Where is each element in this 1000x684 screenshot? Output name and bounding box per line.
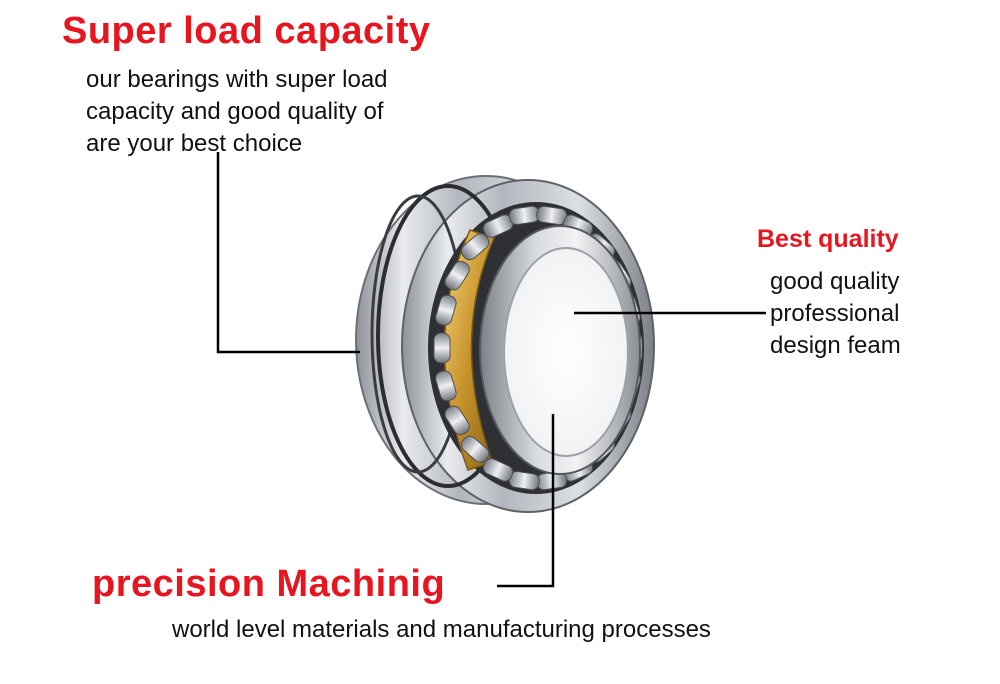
best-quality-heading: Best quality	[757, 225, 899, 253]
load-line-3: are your best choice	[86, 130, 303, 157]
best-quality-description: good quality professional design feam	[770, 266, 901, 362]
load-capacity-description: our bearings with super load capacity an…	[86, 64, 388, 160]
precision-machining-description: world level materials and manufacturing …	[172, 616, 711, 643]
roller	[444, 405, 470, 436]
quality-line-2: professional	[770, 300, 900, 327]
roller	[435, 370, 457, 402]
leader-line-load	[216, 152, 360, 354]
roller	[444, 260, 470, 291]
load-line-2: capacity and good quality of	[86, 98, 384, 125]
load-capacity-heading: Super load capacity	[62, 10, 431, 52]
load-line-1: our bearings with super load	[86, 66, 388, 93]
quality-line-1: good quality	[770, 268, 900, 295]
bore	[503, 247, 629, 457]
roller	[460, 435, 490, 463]
roller	[482, 458, 514, 482]
precision-machining-heading: precision Machinig	[92, 563, 446, 605]
roller	[435, 294, 457, 326]
quality-line-3: design feam	[770, 332, 901, 359]
bearing-image	[355, 175, 655, 513]
roller	[433, 332, 451, 364]
roller	[460, 233, 490, 261]
leader-line-precision	[497, 414, 555, 588]
